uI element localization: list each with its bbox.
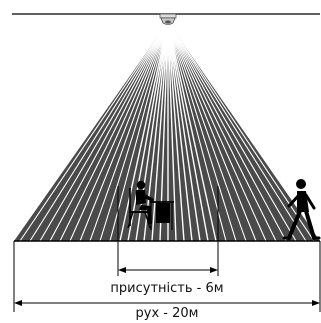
beam-line xyxy=(119,21,169,242)
ceiling-sensor-icon xyxy=(159,13,177,25)
motion-dimension xyxy=(13,241,321,312)
beam-line xyxy=(29,21,169,242)
beam-line xyxy=(167,21,185,242)
beam-line xyxy=(167,21,297,242)
beam-line xyxy=(143,21,169,242)
beam-line xyxy=(167,21,287,242)
presence-dimension xyxy=(117,186,219,276)
beam-line xyxy=(167,21,237,242)
beam-line xyxy=(89,21,169,242)
beam-line xyxy=(19,21,169,242)
seated-person-icon xyxy=(127,180,174,230)
beam-line xyxy=(39,21,169,242)
presence-range-label: присутність - 6м xyxy=(108,281,226,297)
beam-line xyxy=(151,21,169,242)
detection-beams xyxy=(19,21,315,242)
beam-line xyxy=(69,21,169,242)
beam-line xyxy=(167,21,247,242)
beam-line xyxy=(167,21,193,242)
beam-line xyxy=(99,21,169,242)
motion-range-label: рух - 20м xyxy=(133,306,201,322)
beam-line xyxy=(167,21,277,242)
motion-coverage-cone xyxy=(14,22,320,241)
beam-line xyxy=(79,21,169,242)
beam-line xyxy=(167,21,307,242)
beam-line xyxy=(109,21,169,242)
beam-line xyxy=(49,21,169,242)
beam-line xyxy=(167,21,227,242)
beam-line xyxy=(167,21,177,242)
beam-line xyxy=(135,21,169,242)
beam-line xyxy=(167,21,217,242)
beam-line xyxy=(127,21,169,242)
beam-line xyxy=(167,21,209,242)
beam-line xyxy=(59,21,169,242)
beam-line xyxy=(167,21,267,242)
beam-line xyxy=(167,21,257,242)
walking-person-icon xyxy=(282,179,321,240)
beam-line xyxy=(167,21,201,242)
